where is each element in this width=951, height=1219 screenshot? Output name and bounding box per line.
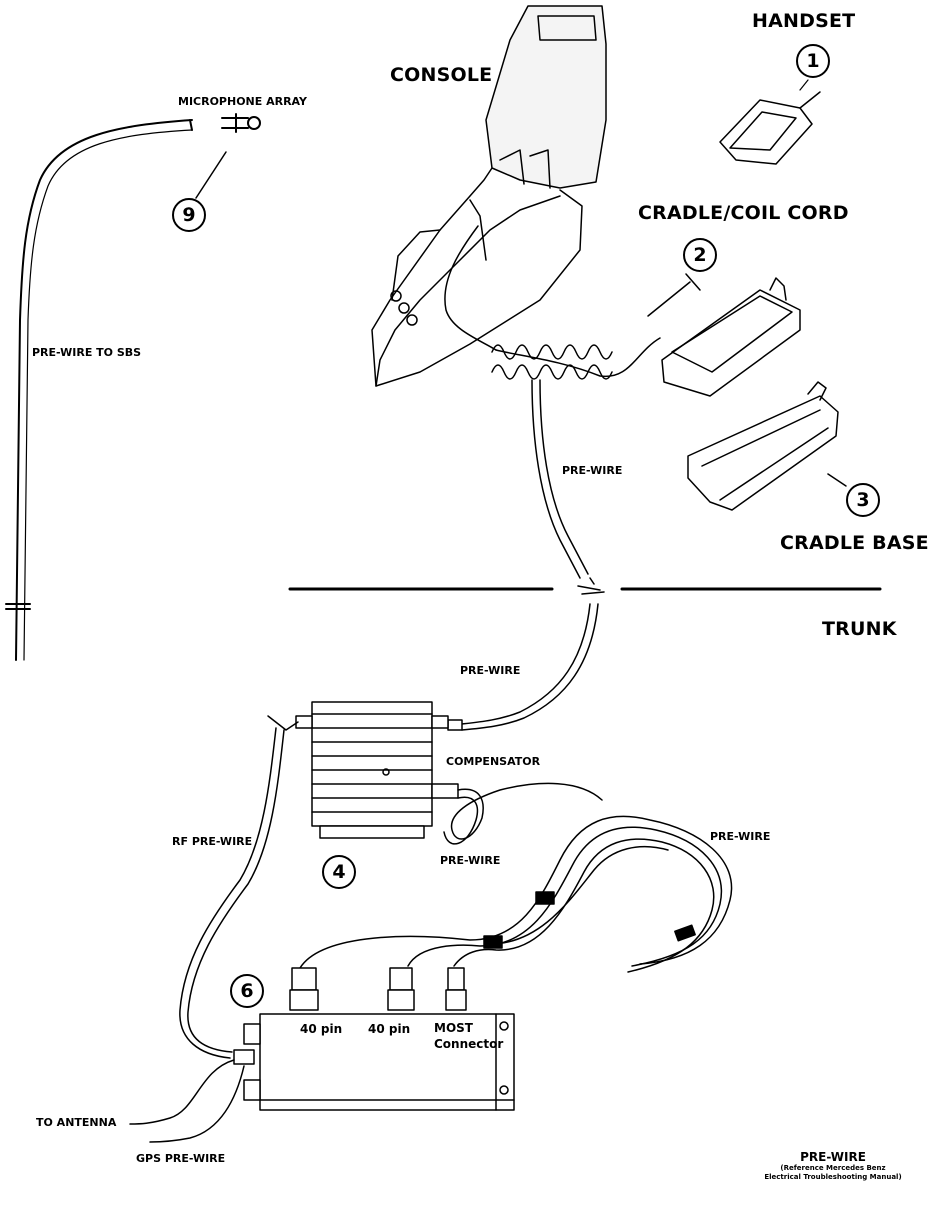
main-unit-box <box>243 1013 515 1111</box>
sbs-pre-wire-cable <box>5 119 193 661</box>
console-unit <box>371 5 607 387</box>
label-compensator: COMPENSATOR <box>446 755 541 768</box>
console-pre-wire <box>531 379 589 579</box>
callout-3: 3 <box>846 483 880 517</box>
pre-wire-harness <box>299 815 733 973</box>
note-line-2: Electrical Troubleshooting Manual) <box>764 1173 902 1181</box>
compensator-pre-wire <box>443 782 603 845</box>
reference-note: PRE-WIRE (Reference Mercedes Benz Electr… <box>748 1150 918 1182</box>
label-gps-pre-wire: GPS PRE-WIRE <box>136 1152 226 1165</box>
callout-6: 6 <box>230 974 264 1008</box>
label-40-pin-b: 40 pin <box>368 1022 411 1036</box>
antenna-gps-wires <box>129 1049 255 1143</box>
leader-lines <box>685 273 701 291</box>
label-console-pre-wire: PRE-WIRE <box>562 464 623 477</box>
label-to-antenna: TO ANTENNA <box>36 1116 117 1129</box>
microphone-array-device <box>195 113 261 199</box>
cradle-device <box>647 277 801 397</box>
label-handset: HANDSET <box>752 10 856 32</box>
console-coil-cord <box>444 225 661 380</box>
label-cradle-base: CRADLE BASE <box>780 532 929 554</box>
handset-phone <box>719 79 821 165</box>
label-console: CONSOLE <box>390 64 493 86</box>
compensator-device <box>295 701 459 839</box>
label-microphone-array: MICROPHONE ARRAY <box>178 95 307 108</box>
callout-2: 2 <box>683 238 717 272</box>
inline-connector <box>577 577 605 595</box>
label-compensator-pre-wire: PRE-WIRE <box>440 854 501 867</box>
label-40-pin-a: 40 pin <box>300 1022 343 1036</box>
unit-connectors <box>289 967 467 1011</box>
note-title: PRE-WIRE <box>800 1150 866 1164</box>
label-rf-pre-wire: RF PRE-WIRE <box>172 835 253 848</box>
rf-pre-wire <box>179 715 299 1059</box>
label-harness-pre-wire: PRE-WIRE <box>710 830 771 843</box>
label-pre-wire-to-sbs: PRE-WIRE TO SBS <box>32 346 142 359</box>
label-cradle-coil-cord: CRADLE/COIL CORD <box>638 202 849 224</box>
callout-1: 1 <box>796 44 830 78</box>
note-line-1: (Reference Mercedes Benz <box>780 1164 886 1172</box>
callout-9: 9 <box>172 198 206 232</box>
callout-4: 4 <box>322 855 356 889</box>
label-trunk-pre-wire: PRE-WIRE <box>460 664 521 677</box>
label-trunk: TRUNK <box>822 618 897 640</box>
cradle-base-device <box>687 381 847 511</box>
label-most-connector: MOST Connector <box>434 1021 504 1051</box>
